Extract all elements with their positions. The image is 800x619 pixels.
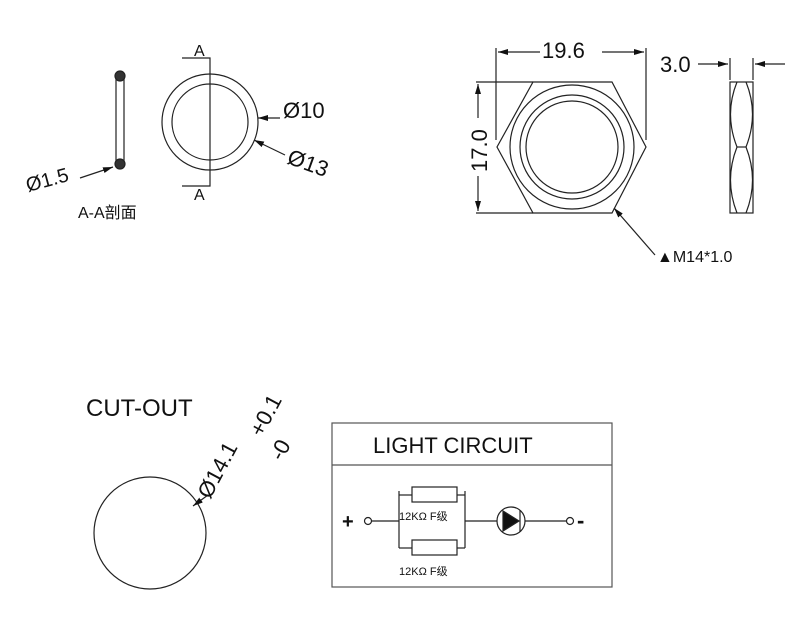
cutout-tolerance-plus: +0.1 [244,390,286,440]
dim-nut-height: 17.0 [467,129,492,172]
section-caption: A-A剖面 [78,204,137,222]
resistor-2-label: 12KΩ F级 [399,565,448,578]
dim-cross-section: Ø1.5 [24,164,72,196]
oring-side-view [79,70,126,179]
oring-front-view [161,57,286,187]
circuit-title: LIGHT CIRCUIT [373,433,533,458]
hex-nut-side-view [698,58,785,214]
cutout-title: CUT-OUT [86,395,193,422]
dim-nut-thickness: 3.0 [660,52,691,77]
circuit-minus-terminal: - [577,508,584,533]
section-label-top: A [194,43,205,60]
resistor-1-label: 12KΩ F级 [399,510,448,523]
cutout-tolerance-minus: -0 [264,435,295,464]
light-circuit-box [331,422,613,588]
hex-nut-front-view [475,48,656,256]
cutout-diameter: Ø14.1 [192,438,242,503]
thread-spec: ▲M14*1.0 [657,249,733,266]
dim-outer-diameter: Ø13 [284,144,332,182]
cutout-circle [93,476,209,590]
section-label-bottom: A [194,187,205,204]
circuit-plus-terminal: + [342,511,354,533]
dim-inner-diameter: Ø10 [283,98,325,123]
dim-nut-width: 19.6 [542,38,585,63]
